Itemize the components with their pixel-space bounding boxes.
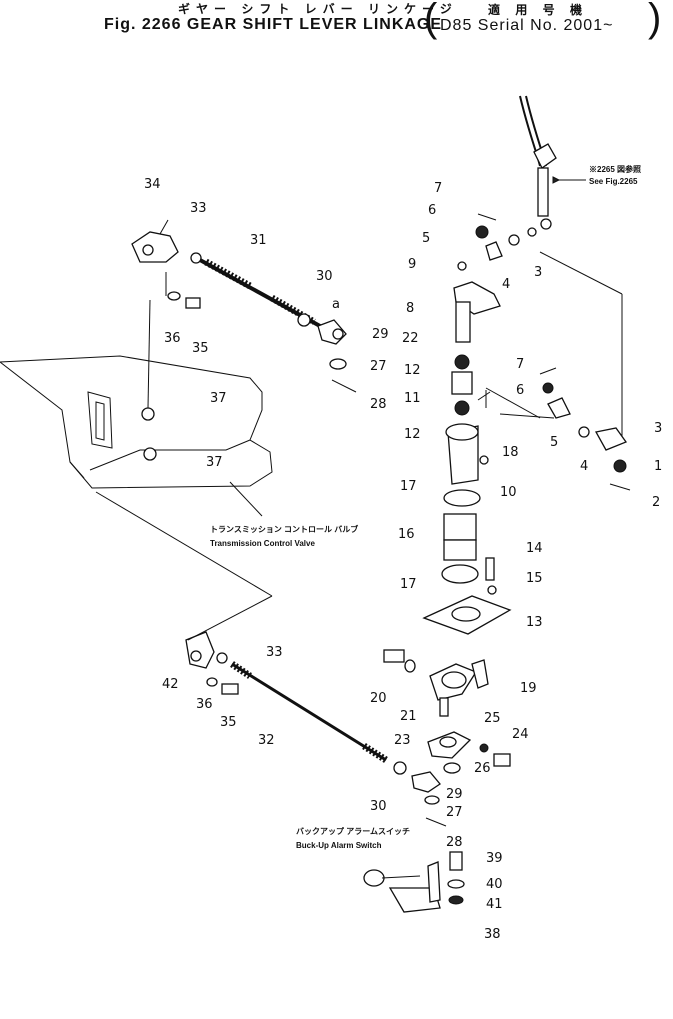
open-paren: ( [424,0,438,40]
callout-c37b: 37 [206,455,223,470]
figure-title: Fig. 2266 GEAR SHIFT LEVER LINKAGE [104,16,443,33]
see-fig-ref-jp: ※2265 図参照 [589,164,641,174]
callout-c13: 13 [526,615,543,630]
callout-c31: 31 [250,233,267,248]
callout-c4b: 4 [580,459,588,474]
alarm-label-jp: バックアップ アラームスイッチ [296,826,410,836]
callout-c17a: 17 [400,479,417,494]
callout-c5b: 5 [550,435,558,450]
callout-c6b: 6 [516,383,524,398]
callout-c28b: 28 [446,835,463,850]
callout-c36a: 36 [164,331,181,346]
callout-c36b: 36 [196,697,213,712]
callout-c40: 40 [486,877,503,892]
title-japanese: ギヤー シフト レバー リンケージ [178,2,458,16]
callout-c24: 24 [512,727,529,742]
callout-c32: 32 [258,733,275,748]
transmission-control-valve [0,299,273,489]
callout-c20: 20 [370,691,387,706]
callout-c14: 14 [526,541,543,556]
backup-alarm-switch [363,851,465,913]
callout-c42: 42 [162,677,179,692]
shift-lever-upper [508,95,586,246]
callout-c41: 41 [486,897,503,912]
callout-c10: 10 [500,485,517,500]
callout-c27a: 27 [370,359,387,374]
lower-lever-group [383,649,511,774]
callout-c9: 9 [408,257,416,272]
callout-c39: 39 [486,851,503,866]
callout-c30b: 30 [370,799,387,814]
callout-c3b: 3 [654,421,662,436]
callout-c21: 21 [400,709,417,724]
callout-c1: 1 [654,459,662,474]
callout-c15: 15 [526,571,543,586]
callout-c18: 18 [502,445,519,460]
lever-assembly [422,213,512,635]
callout-ca: a [332,297,340,312]
callout-c12b: 12 [404,427,421,442]
leader-lines [95,251,623,641]
callout-c12a: 12 [404,363,421,378]
callout-c35b: 35 [220,715,237,730]
callout-c6a: 6 [428,203,436,218]
right-clevis-group [479,367,631,491]
close-paren: ) [648,0,662,40]
callout-c3a: 3 [534,265,542,280]
tcv-label: Transmission Control Valve [210,539,315,548]
lower-linkage-rod [185,631,447,827]
callout-c2: 2 [652,495,660,510]
callout-c29b: 29 [446,787,463,802]
applicable-serial-jp: 適 用 号 機 [488,3,589,17]
callout-c7b: 7 [516,357,524,372]
callout-c22: 22 [402,331,419,346]
callout-c25: 25 [484,711,501,726]
callout-numbers: 7659438221211127654312181017161714151334… [144,177,662,942]
serial-number: D85 Serial No. 2001~ [440,17,614,34]
callout-c29a: 29 [372,327,389,342]
callout-c27b: 27 [446,805,463,820]
callout-c30a: 30 [316,269,333,284]
callout-c33b: 33 [266,645,283,660]
callout-c5a: 5 [422,231,430,246]
callout-c26: 26 [474,761,491,776]
callout-c38: 38 [484,927,501,942]
callout-c35a: 35 [192,341,209,356]
callout-c8: 8 [406,301,414,316]
callout-c17b: 17 [400,577,417,592]
callout-c28a: 28 [370,397,387,412]
callout-c33a: 33 [190,201,207,216]
callout-c19: 19 [520,681,537,696]
callout-c4a: 4 [502,277,510,292]
upper-linkage-rod [131,219,357,393]
callout-c7a: 7 [434,181,442,196]
callout-c37a: 37 [210,391,227,406]
callout-c23: 23 [394,733,411,748]
callout-c11: 11 [404,391,421,406]
alarm-label: Buck-Up Alarm Switch [296,841,382,850]
annotation-notes: ※2265 図参照 See Fig.2265 トランスミッション コントロール … [210,164,641,850]
callout-c34: 34 [144,177,161,192]
tcv-label-jp: トランスミッション コントロール バルブ [210,524,358,534]
see-fig-ref: See Fig.2265 [589,177,638,186]
callout-c16: 16 [398,527,415,542]
